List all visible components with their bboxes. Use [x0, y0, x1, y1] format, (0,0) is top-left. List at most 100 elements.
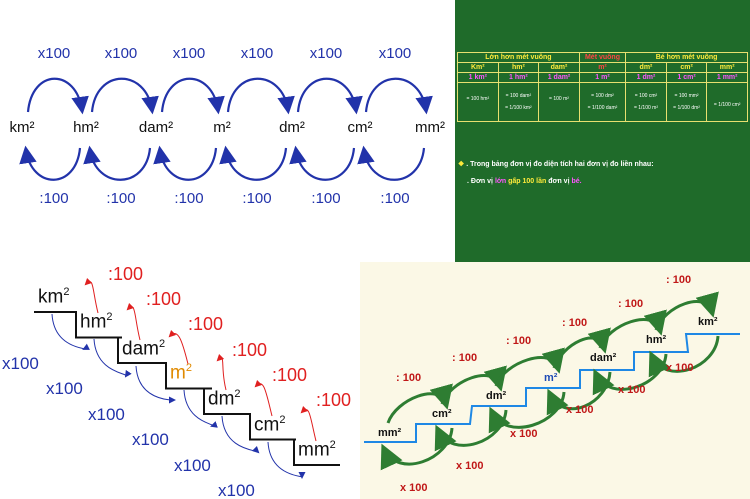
multiply-arc — [226, 77, 295, 115]
staircase-unit: dam² — [590, 352, 617, 364]
staircase-unit: mm2 — [298, 439, 336, 461]
staircase-unit: cm2 — [254, 414, 286, 436]
table-header-cell: m² — [578, 62, 627, 73]
multiply-label: x100 — [37, 45, 71, 62]
table-header-cell: mm² — [706, 62, 748, 73]
note-line-1: ❖ . Trong bảng đơn vị đo diện tích hai đ… — [458, 161, 654, 168]
multiply-arrow — [51, 313, 91, 350]
unit-label: dam² — [138, 119, 174, 136]
table-row: = 100 hm² = 100 dam² = 1/100 km² = 100 m² = … — [457, 82, 748, 122]
divide-label: :100 — [188, 314, 224, 334]
divide-arc — [19, 145, 82, 181]
staircase-unit: dam2 — [122, 338, 166, 360]
divide-label: :100 — [311, 190, 341, 207]
multiply-arrow — [135, 365, 176, 404]
divide-label: :100 — [39, 190, 69, 207]
multiply-label: x100 — [132, 430, 169, 449]
divide-label: : 100 — [506, 335, 532, 347]
staircase-unit: km2 — [38, 286, 70, 308]
diamond-bullet-icon: ❖ — [458, 161, 465, 168]
divide-label: :100 — [316, 390, 352, 410]
table-cell: 1 mm² — [706, 72, 748, 83]
staircase-unit: cm² — [432, 408, 452, 420]
divide-label: :100 — [380, 190, 410, 207]
equality-b: = 1/100 km² — [505, 105, 532, 111]
table-header-cell: Km² — [457, 62, 499, 73]
multiply-label: x 100 — [400, 482, 428, 494]
multiply-label: x100 — [2, 354, 39, 373]
table-header-cell: cm² — [665, 62, 708, 73]
staircase-right-drawing — [364, 291, 740, 471]
equality-a: = 100 dam² — [505, 93, 532, 99]
multiply-arrow — [267, 441, 306, 479]
table-cell: = 100 hm² — [457, 82, 499, 122]
equality-b: = 1/100 dm² — [673, 105, 700, 111]
table-cell: 1 hm² — [497, 72, 540, 83]
staircase-unit: mm² — [378, 427, 402, 439]
staircase-left-drawing — [34, 277, 340, 479]
equality-a: = 100 mm² — [674, 93, 699, 99]
divide-label: : 100 — [666, 274, 692, 286]
multiply-label: x100 — [104, 45, 138, 62]
divide-arc — [219, 145, 288, 181]
divide-label: : 100 — [618, 298, 644, 310]
unit-label: dm² — [279, 119, 305, 136]
divide-label: :100 — [174, 190, 204, 207]
multiply-label: x 100 — [618, 384, 646, 396]
equality-b: = 1/100 cm² — [713, 102, 741, 108]
divide-arrow — [84, 277, 99, 314]
divide-label: :100 — [242, 190, 272, 207]
divide-arc — [83, 145, 152, 181]
table-cell: 1 dm² — [625, 72, 667, 83]
superscript: 2 — [234, 388, 241, 400]
area-unit-table-board: Lớn hơn mét vuông Mét vuông Bé hơn mét v… — [455, 0, 750, 262]
staircase-unit: km² — [698, 316, 718, 328]
table-cell: = 1/100 cm² — [706, 82, 748, 122]
multiply-arc — [160, 77, 225, 115]
superscript: 2 — [279, 414, 286, 426]
divide-label: :100 — [272, 365, 308, 385]
area-unit-table: Lớn hơn mét vuông Mét vuông Bé hơn mét v… — [457, 52, 748, 122]
multiply-arc — [364, 77, 433, 115]
unit-label: cm² — [347, 119, 373, 136]
divide-arrow — [300, 405, 317, 442]
divide-arrow — [654, 291, 719, 331]
staircase-outline — [364, 333, 740, 443]
unit-label: mm² — [415, 119, 445, 136]
divide-arc — [153, 145, 218, 181]
multiply-arc — [296, 77, 363, 115]
superscript: 2 — [185, 362, 192, 374]
equality-a: = 100 m² — [549, 96, 569, 102]
divide-label: : 100 — [452, 352, 478, 364]
equality-b: = 1/100 m² — [633, 105, 658, 111]
group-meter: Mét vuông — [578, 52, 627, 63]
table-cell: 1 km² — [457, 72, 499, 83]
multiply-label: x100 — [88, 405, 125, 424]
divide-label: :100 — [146, 289, 182, 309]
table-cell: = 100 m² — [538, 82, 580, 122]
group-smaller: Bé hơn mét vuông — [625, 52, 748, 63]
divide-arrow — [216, 353, 227, 391]
staircase-unit: hm2 — [80, 311, 113, 333]
group-bigger: Lớn hơn mét vuông — [457, 52, 580, 63]
table-cell: 1 m² — [578, 72, 627, 83]
table-cell: = 100 dam² = 1/100 km² — [497, 82, 540, 122]
divide-arc — [289, 145, 356, 181]
multiply-label: x 100 — [456, 460, 484, 472]
table-cell: 1 cm² — [665, 72, 708, 83]
divide-arrow — [168, 329, 189, 365]
unit-label: m² — [213, 119, 231, 136]
multiply-arc — [90, 77, 159, 115]
multiply-label: x 100 — [566, 404, 594, 416]
table-header-cell: dam² — [538, 62, 580, 73]
equality-a: = 100 dm² — [591, 93, 614, 99]
chain-arrows — [19, 77, 433, 181]
staircase-unit: m² — [544, 372, 558, 384]
superscript: 2 — [106, 311, 113, 323]
staircase-unit: dm² — [486, 390, 507, 402]
divide-label: :100 — [106, 190, 136, 207]
divide-label: :100 — [232, 340, 268, 360]
